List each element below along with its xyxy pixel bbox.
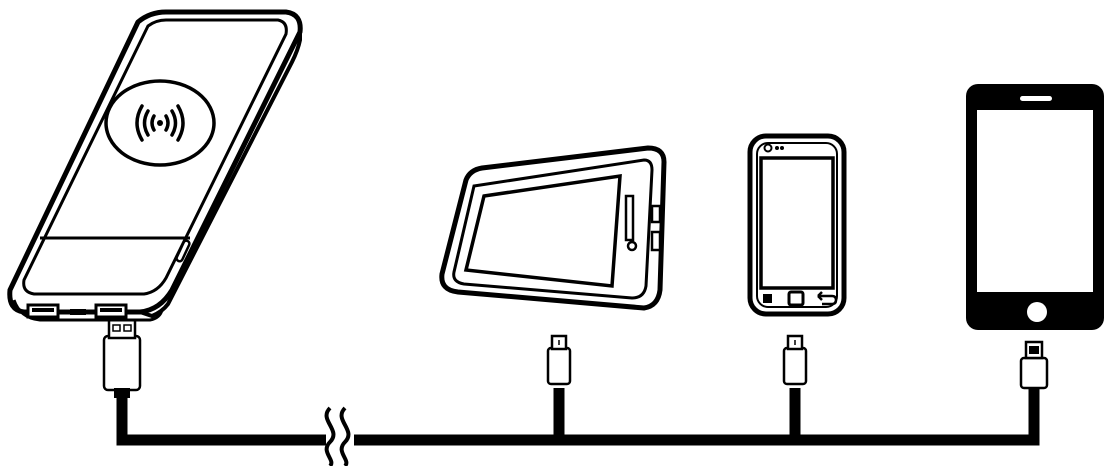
wireless-charging-icon [135,104,185,142]
iphone [966,84,1104,330]
cable-trunk [116,388,1040,466]
iphone-speaker [1020,96,1052,101]
android-phone-screen [759,156,835,290]
power-bank-side-button [175,239,191,263]
cable-main-line [116,388,1040,446]
power-bank-ports [12,299,164,322]
recent-apps-icon [763,294,772,303]
iphone-screen [977,110,1093,292]
tablet-home-button [626,240,638,252]
front-camera-icon [763,143,773,153]
micro-usb-connector-tablet [546,334,572,386]
android-phone [747,133,847,317]
lightning-connector [1019,340,1049,390]
tablet [0,0,667,311]
tablet-screen [0,0,1,1]
micro-usb-connector-phone [782,334,808,386]
iphone-home-button-icon [1027,302,1047,322]
back-arrow-icon [817,291,838,306]
cable-break-symbol [324,406,354,466]
usb-a-connector [102,318,142,398]
home-button-icon [787,290,805,307]
power-bank [7,9,303,322]
